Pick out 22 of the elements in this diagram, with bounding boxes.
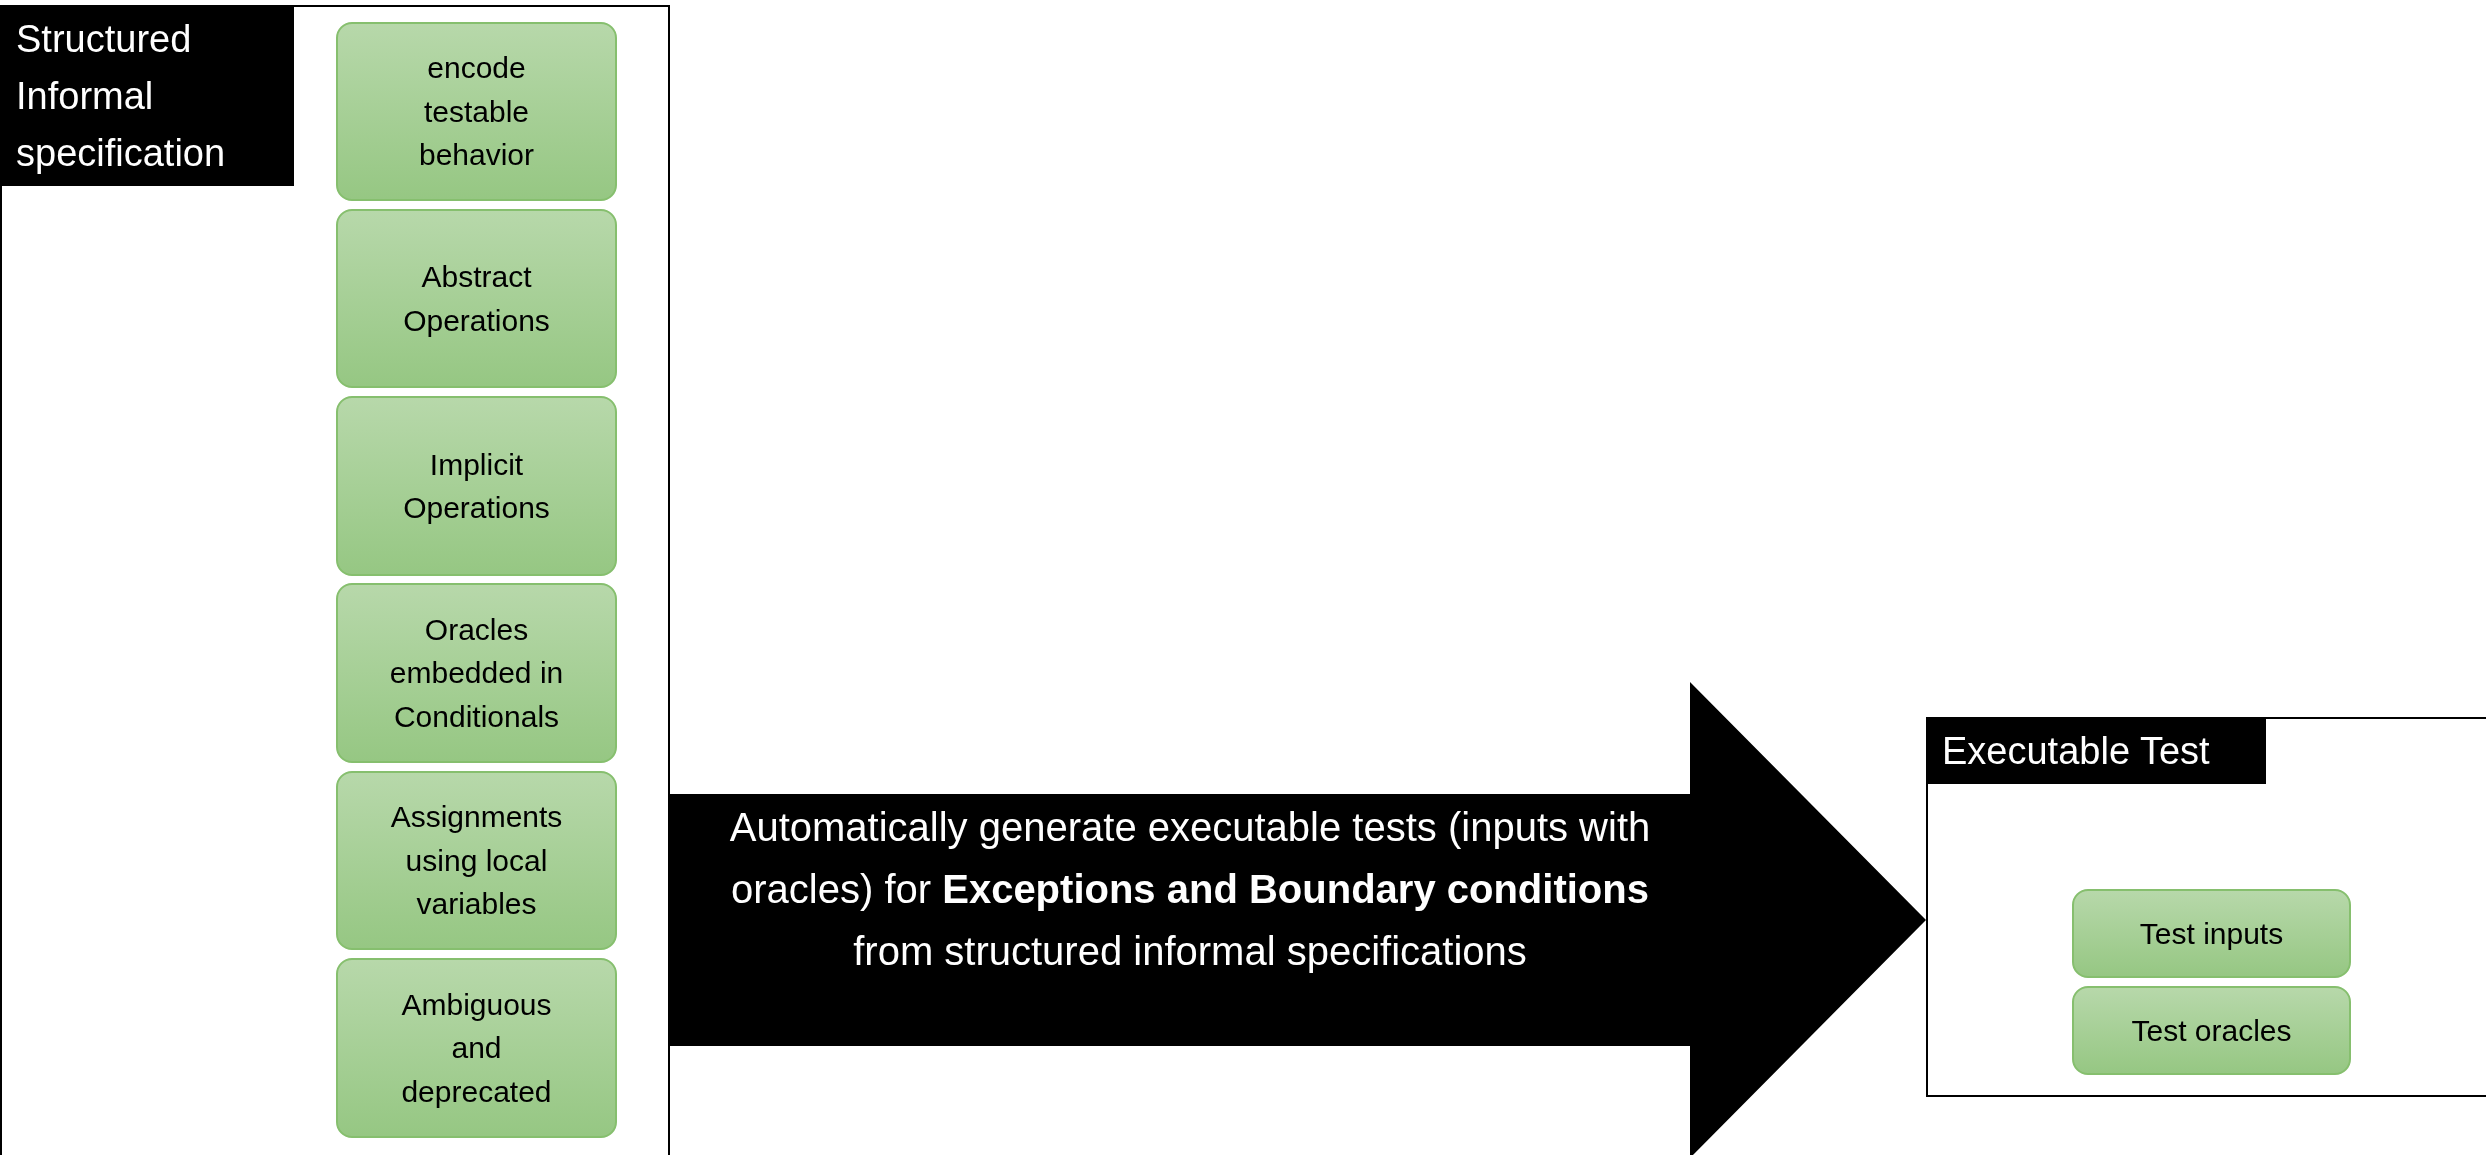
box-label: Assignments using local variables <box>389 799 564 923</box>
panel-title: Structured Informal specification <box>2 7 294 186</box>
edge-label: Automatically generate executable tests (inputs with oracles) for Exceptions and Boundary conditions from structured informal specifications <box>728 804 1652 975</box>
process-box <box>336 22 617 201</box>
box-label: Test inputs <box>2139 915 2284 952</box>
box-label: Abstract Operations <box>402 259 551 339</box>
process-box <box>336 958 617 1138</box>
box-label: Ambiguous and deprecated <box>400 986 553 1110</box>
block-arrow <box>670 682 1926 1155</box>
box-label: Test oracles <box>2131 1012 2292 1049</box>
panel-title: Executable Test <box>1928 719 2266 784</box>
box-label: Implicit Operations <box>402 446 551 526</box>
process-box <box>336 583 617 763</box>
process-box <box>336 771 617 950</box>
process-box <box>2072 986 2351 1075</box>
container-panel <box>1926 717 2486 1097</box>
process-box <box>336 209 617 388</box>
process-box <box>2072 889 2351 978</box>
box-label: encode testable behavior <box>417 50 536 174</box>
container-panel <box>0 5 670 1155</box>
box-label: Oracles embedded in Conditionals <box>388 611 565 735</box>
process-box <box>336 396 617 576</box>
